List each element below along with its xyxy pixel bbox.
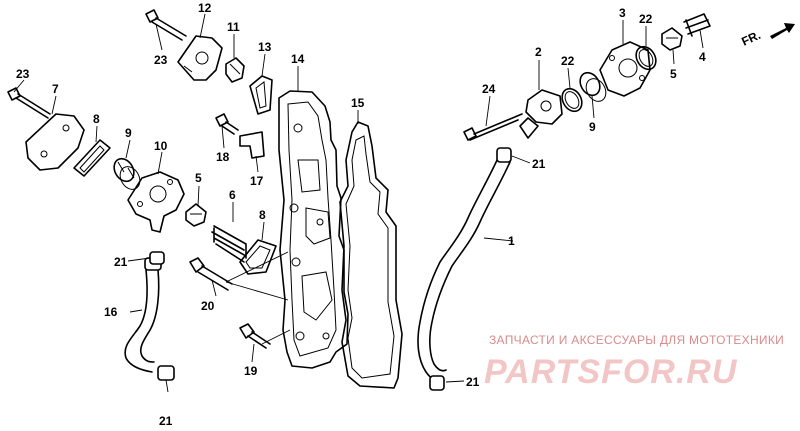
callout-24: 24 <box>482 82 496 96</box>
seal-ring-right <box>579 71 607 102</box>
callout-21-bottom: 21 <box>159 414 173 428</box>
bolt-icon <box>463 113 523 141</box>
o-ring-right <box>561 87 583 113</box>
cylinder-head-cover <box>278 90 349 369</box>
callout-14: 14 <box>291 52 305 66</box>
callout-11: 11 <box>227 20 240 34</box>
watermark-subtitle: ЗАПЧАСТИ И АКСЕССУАРЫ ДЛЯ МОТОТЕХНИКИ <box>489 333 784 347</box>
leader-lines <box>13 13 704 393</box>
callout-17: 17 <box>250 174 264 188</box>
callout-5-right: 5 <box>670 67 677 81</box>
gasket-left <box>73 139 111 177</box>
callout-6: 6 <box>229 188 236 202</box>
short-hose <box>124 257 175 381</box>
cover-plate <box>25 113 85 171</box>
bolt-icon <box>239 323 271 349</box>
callout-22-top: 22 <box>639 12 653 26</box>
front-arrow-icon: FR. <box>739 23 795 49</box>
callout-2: 2 <box>535 45 542 59</box>
callout-18: 18 <box>216 150 230 164</box>
bolt-icon <box>215 113 239 135</box>
bolt-icon <box>189 257 233 291</box>
callout-labels: 1 2 3 4 5 5 6 7 8 8 9 9 10 11 12 13 14 1… <box>16 1 706 428</box>
callout-21-lower: 21 <box>466 375 480 389</box>
callout-4: 4 <box>699 50 706 64</box>
callout-23-top: 23 <box>154 53 168 67</box>
front-label: FR. <box>739 28 762 49</box>
callout-13: 13 <box>258 40 272 54</box>
callout-12: 12 <box>198 1 212 15</box>
callout-8-middle: 8 <box>259 208 266 222</box>
bolt-icon <box>7 87 51 119</box>
callout-3: 3 <box>619 6 626 20</box>
bolt-icon <box>145 9 187 41</box>
watermark-brand: PARTSFOR.RU <box>484 353 738 391</box>
callout-19: 19 <box>244 364 258 378</box>
callout-7: 7 <box>52 82 59 96</box>
callout-21-right: 21 <box>532 157 546 171</box>
sensor <box>225 57 245 83</box>
gasket-small <box>249 75 273 115</box>
housing-top <box>177 35 223 81</box>
callout-21-left: 21 <box>114 255 128 269</box>
cover-gasket <box>339 121 403 389</box>
bracket <box>239 131 265 159</box>
spring-right <box>683 13 711 37</box>
callout-10: 10 <box>154 139 168 153</box>
callout-8-left: 8 <box>93 112 100 126</box>
long-hose <box>417 147 512 382</box>
callout-16: 16 <box>104 305 118 319</box>
callout-20: 20 <box>201 299 215 313</box>
fitting-right <box>661 27 683 51</box>
callout-22-right: 22 <box>561 54 575 68</box>
callout-15: 15 <box>351 96 365 110</box>
callout-5-left: 5 <box>195 171 202 185</box>
spring <box>211 225 247 263</box>
seal-ring-left <box>113 157 141 190</box>
o-ring-top-right <box>635 45 657 71</box>
callout-23-left: 23 <box>16 67 30 81</box>
hose-clamp-icon <box>149 251 445 391</box>
callout-1: 1 <box>508 234 515 248</box>
elbow-fitting <box>519 89 563 139</box>
thermostat-housing-left <box>127 171 185 233</box>
callout-9-right: 9 <box>589 120 596 134</box>
callout-9-left: 9 <box>125 126 132 140</box>
fitting-left <box>185 203 207 227</box>
